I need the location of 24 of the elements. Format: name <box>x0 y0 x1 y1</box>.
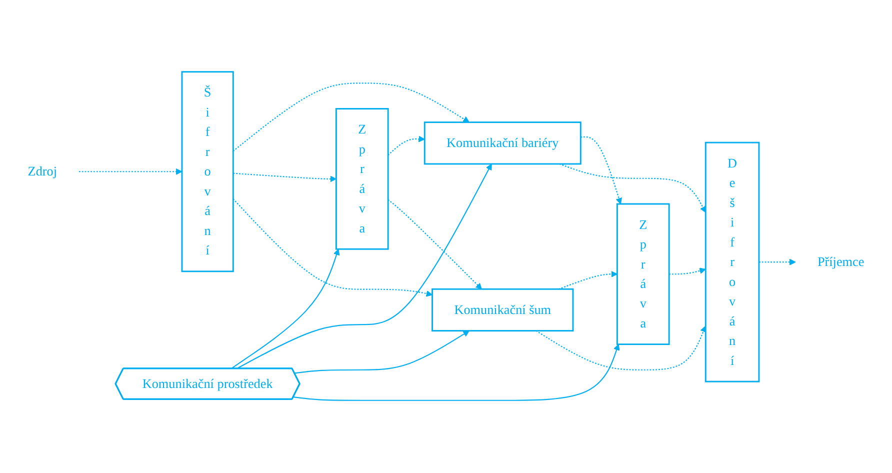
arrow <box>388 136 425 156</box>
arrow <box>758 259 796 266</box>
node-box: Zpráva <box>616 204 670 346</box>
arrow <box>559 164 706 214</box>
node-box: Komunikační šum <box>432 288 574 332</box>
arrow <box>388 200 482 290</box>
arrow <box>230 249 340 370</box>
arrow <box>78 168 182 176</box>
arrow <box>233 173 336 183</box>
node-box: Dešifrování <box>704 142 760 383</box>
arrow <box>236 164 492 370</box>
arrow <box>294 330 470 374</box>
arrow <box>232 198 433 298</box>
node-text: Příjemce <box>817 254 864 270</box>
arrow <box>293 344 620 402</box>
node-text: Zdroj <box>28 164 58 179</box>
node-box: Zpráva <box>335 108 389 250</box>
arrow <box>580 136 622 205</box>
node-box: Šifrování <box>181 72 234 272</box>
arrow <box>558 271 618 290</box>
arrow <box>536 326 706 371</box>
arrow <box>669 268 706 276</box>
node-box: Komunikační bariéry <box>424 122 582 166</box>
arrow <box>232 83 470 152</box>
